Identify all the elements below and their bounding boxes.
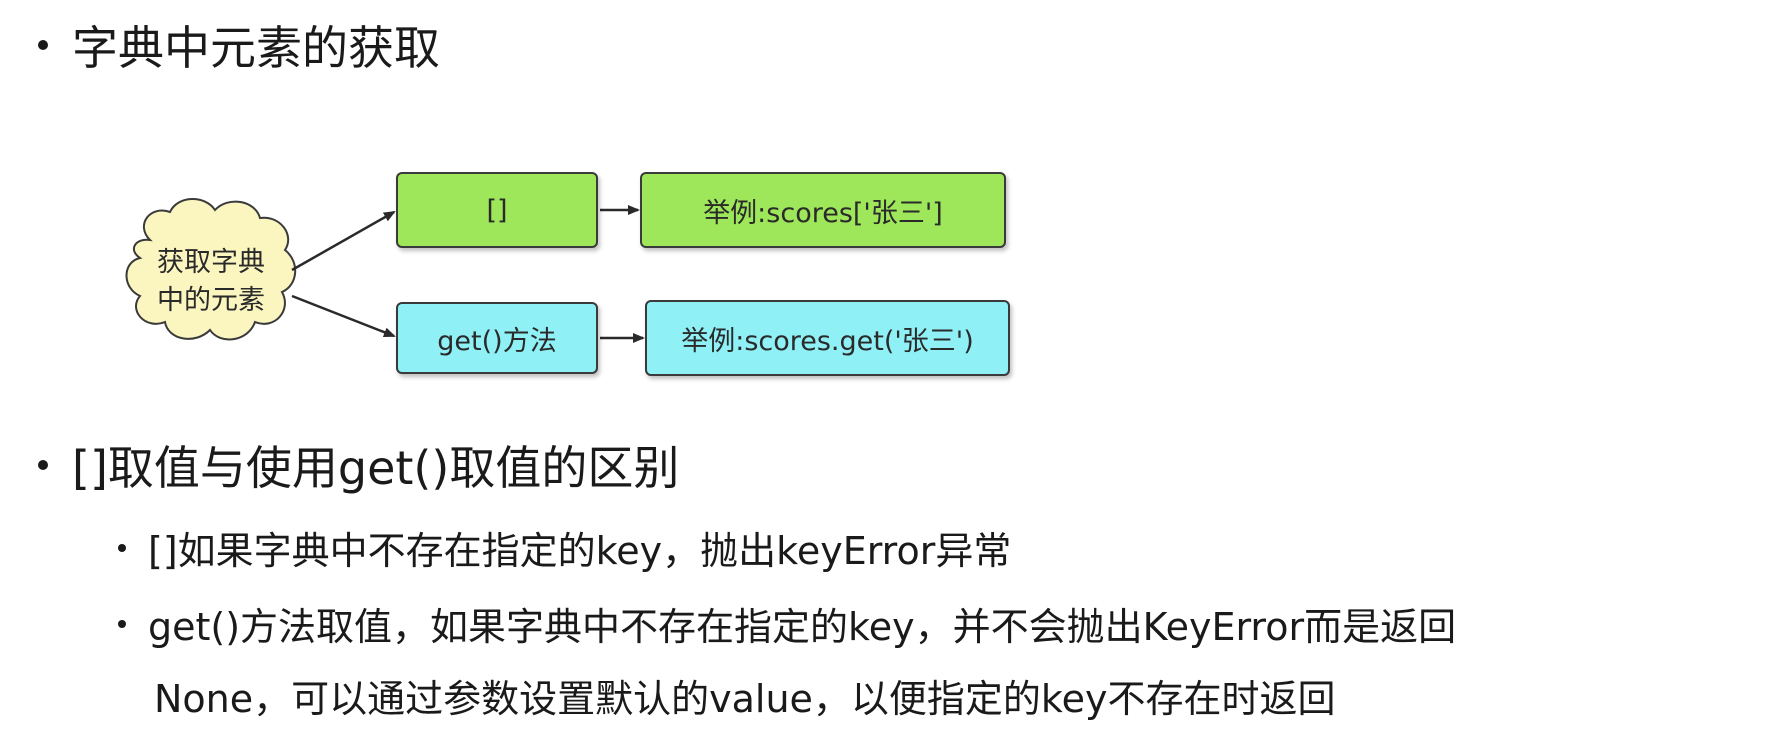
arrow-to-get bbox=[291, 294, 396, 338]
node-bracket-access: [] bbox=[396, 172, 598, 248]
sub-bullet-text: []如果字典中不存在指定的key，抛出keyError异常 bbox=[148, 529, 1012, 573]
sub-bullet-text: get()方法取值，如果字典中不存在指定的key，并不会抛出KeyError而是… bbox=[148, 605, 1457, 649]
node-bracket-example: 举例:scores['张三'] bbox=[640, 172, 1006, 248]
sub-bullet-get-continuation: None，可以通过参数设置默认的value，以便指定的key不存在时返回 bbox=[154, 677, 1336, 721]
heading-text: []取值与使用get()取值的区别 bbox=[72, 441, 680, 495]
bullet-dot bbox=[38, 460, 48, 470]
heading-text: 字典中元素的获取 bbox=[72, 21, 440, 75]
node-get-method: get()方法 bbox=[396, 302, 598, 374]
heading-dict-access: 字典中元素的获取 bbox=[38, 12, 440, 78]
bullet-dot bbox=[118, 543, 126, 552]
cloud-label: 获取字典 中的元素 bbox=[131, 244, 291, 320]
arrow-to-bracket bbox=[291, 210, 396, 272]
cloud-label-line1: 获取字典 bbox=[157, 247, 265, 278]
bullet-dot bbox=[38, 40, 48, 50]
sub-bullet-bracket: []如果字典中不存在指定的key，抛出keyError异常 bbox=[118, 520, 1011, 575]
sub-bullet-get: get()方法取值，如果字典中不存在指定的key，并不会抛出KeyError而是… bbox=[118, 596, 1456, 651]
cloud-label-line2: 中的元素 bbox=[157, 285, 265, 316]
bullet-dot bbox=[118, 619, 126, 628]
heading-difference: []取值与使用get()取值的区别 bbox=[38, 432, 679, 498]
node-get-example: 举例:scores.get('张三') bbox=[645, 300, 1010, 376]
